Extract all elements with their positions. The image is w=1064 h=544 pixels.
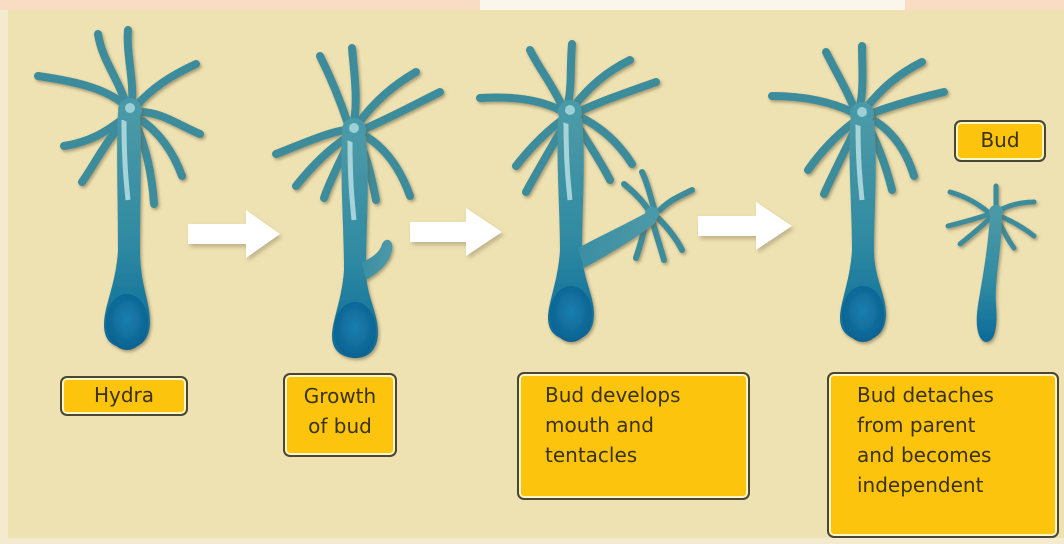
tentacle xyxy=(860,46,863,106)
stage-label-bud-develops: Bud develops mouth and tentacles xyxy=(517,372,750,500)
bud-tentacle xyxy=(950,192,988,212)
tentacle xyxy=(128,30,133,104)
tentacle xyxy=(772,96,852,112)
growing-bud xyxy=(362,240,392,280)
hydra-3 xyxy=(480,44,692,260)
tentacle xyxy=(136,64,196,106)
stage-label-growth-of-bud: Growth of bud xyxy=(283,373,397,457)
bud-label: Bud xyxy=(954,120,1046,162)
tentacle xyxy=(568,44,572,104)
arrow-stage-2-to-3 xyxy=(410,208,502,256)
bud-tentacle xyxy=(1000,202,1034,210)
tentacle xyxy=(320,56,348,124)
arrow-stage-1-to-2 xyxy=(188,210,280,258)
tentacle xyxy=(480,98,560,111)
arrow-stage-3-to-4 xyxy=(698,202,792,250)
bud-tentacle xyxy=(660,190,692,210)
stage-label-hydra: Hydra xyxy=(60,376,188,416)
tentacle xyxy=(352,48,356,122)
stage-label-bud-detaches: Bud detaches from parent and becomes ind… xyxy=(827,372,1059,538)
